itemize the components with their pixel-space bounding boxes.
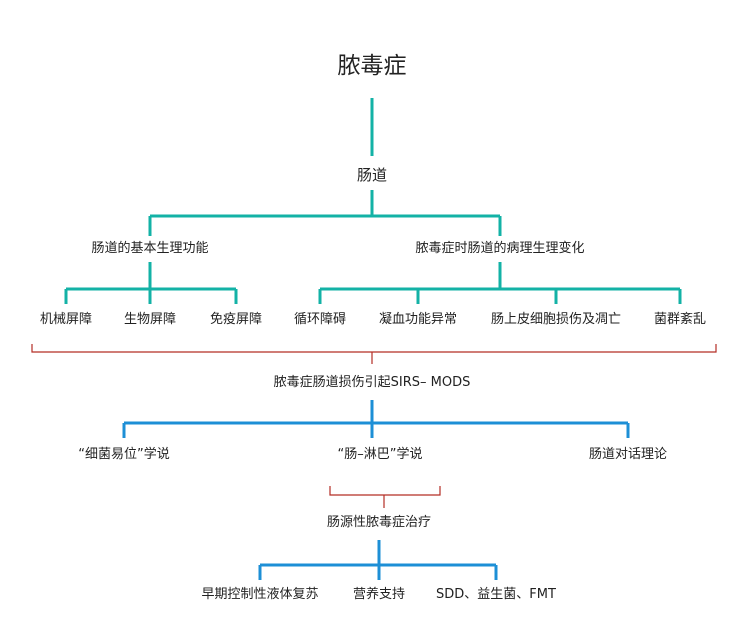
therapy-fluid-resuscitation: 早期控制性液体复苏 [201, 587, 319, 602]
change-coagulation: 凝血功能异常 [378, 312, 458, 327]
pathology-node: 脓毒症时肠道的病理生理变化 [415, 241, 585, 256]
treatment-node: 肠源性脓毒症治疗 [326, 515, 432, 530]
theory-gut-lymph: “肠–淋巴”学说 [337, 447, 423, 462]
barrier-immune: 免疫屏障 [209, 312, 263, 327]
barrier-mechanical: 机械屏障 [39, 312, 93, 327]
change-circulation: 循环障碍 [293, 312, 347, 327]
therapy-nutrition-support: 营养支持 [352, 587, 406, 602]
theory-gut-crosstalk: 肠道对话理论 [588, 447, 668, 462]
bracket-all-changes [31, 344, 717, 353]
root-node: 脓毒症 [337, 53, 407, 79]
change-epithelial-injury: 肠上皮细胞损伤及凋亡 [490, 312, 622, 327]
theory-bacterial-translocation: “细菌易位”学说 [78, 447, 170, 462]
summary-node: 脓毒症肠道损伤引起SIRS– MODS [273, 375, 471, 390]
change-flora-disorder: 菌群紊乱 [653, 312, 707, 327]
bracket-gut-lymph [329, 486, 441, 496]
therapy-sdd-probiotics-fmt: SDD、益生菌、FMT [436, 587, 556, 602]
gut-node: 肠道 [356, 166, 388, 184]
barrier-biological: 生物屏障 [123, 312, 177, 327]
physiology-node: 肠道的基本生理功能 [91, 241, 209, 256]
